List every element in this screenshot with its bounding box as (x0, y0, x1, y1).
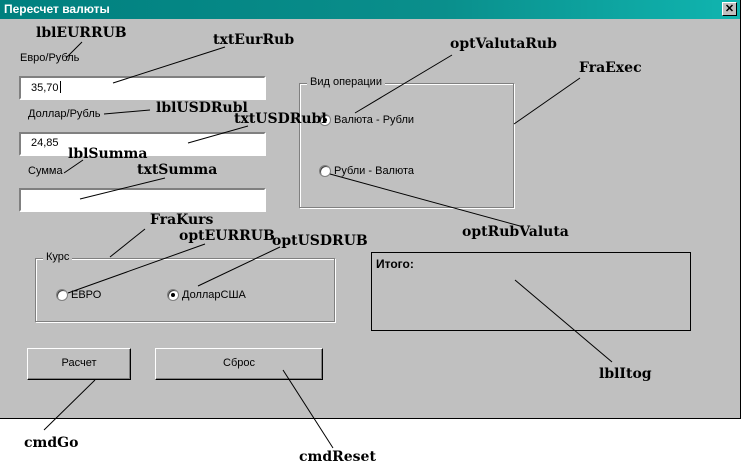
annotation-opt-rub-valuta: optRubValuta (462, 224, 569, 240)
leader-opt-usd-rub (197, 246, 281, 287)
radio-icon (56, 289, 68, 301)
opt-usd-rub[interactable]: ДолларСША (167, 289, 246, 301)
annotation-lbl-eur-rub: lblEURRUB (36, 25, 127, 41)
opt-eur-rub[interactable]: ЕВРО (56, 289, 101, 301)
text-cursor (59, 81, 61, 93)
leader-cmd-go (43, 379, 96, 431)
eur-rub-value: 35,70 (31, 82, 59, 94)
frame-kurs-caption: Курс (43, 251, 73, 263)
close-icon: ✕ (724, 3, 735, 15)
leader-txt-usd-rubl (187, 125, 249, 144)
annotation-cmd-reset: cmdReset (299, 449, 376, 465)
leader-opt-rub-valuta (329, 173, 521, 227)
radio-icon (167, 289, 179, 301)
usd-rub-value: 24,85 (31, 137, 59, 149)
frame-kurs: Курс (35, 251, 335, 322)
radio-icon (319, 165, 331, 177)
annotation-fra-exec: FraExec (579, 60, 642, 76)
leader-txt-summa (79, 177, 166, 200)
annotation-txt-eur-rub: txtEurRub (213, 32, 295, 48)
calc-button[interactable]: Расчет (27, 348, 131, 380)
leader-txt-eur-rub (112, 46, 226, 84)
label-summa: Сумма (28, 165, 63, 177)
leader-fra-kurs (109, 228, 146, 258)
leader-lbl-usd-rubl (103, 109, 151, 115)
annotation-lbl-itog: lblItog (599, 366, 652, 382)
annotation-opt-eur-rub: optEURRUB (179, 228, 275, 244)
annotation-opt-valuta-rub: optValutaRub (450, 36, 557, 52)
leader-cmd-reset (282, 369, 334, 449)
label-usd-rub: Доллар/Рубль (28, 108, 101, 120)
leader-lbl-itog (514, 279, 613, 363)
close-button[interactable]: ✕ (722, 2, 737, 16)
annotation-txt-usd-rubl: txtUSDRubl (234, 111, 327, 127)
reset-button[interactable]: Сброс (155, 348, 323, 380)
window-title: Пересчет валюты (4, 2, 110, 16)
annotation-txt-summa: txtSumma (137, 162, 218, 178)
usd-rub-input[interactable]: 24,85 (19, 132, 266, 156)
frame-exec: Вид операции (299, 76, 514, 208)
opt-usd-rub-label: ДолларСША (182, 289, 246, 301)
opt-valuta-rub[interactable]: Валюта - Рубли (319, 114, 414, 126)
annotation-lbl-summa: lblSumma (68, 146, 148, 162)
label-eur-rub: Евро/Рубль (20, 52, 80, 64)
leader-lbl-summa (63, 159, 84, 174)
annotation-cmd-go: cmdGo (24, 435, 79, 451)
annotation-opt-usd-rub: optUSDRUB (272, 233, 368, 249)
opt-rub-valuta-label: Рубли - Валюта (334, 165, 415, 177)
itog-box: Итого: (371, 252, 691, 331)
radio-icon (319, 114, 331, 126)
opt-rub-valuta[interactable]: Рубли - Валюта (319, 165, 414, 177)
leader-fra-exec (513, 77, 581, 125)
frame-exec-caption: Вид операции (307, 76, 385, 88)
eur-rub-input[interactable]: 35,70 (19, 76, 266, 100)
annotation-lbl-usd-rubl: lblUSDRubl (156, 100, 248, 116)
annotation-fra-kurs: FraKurs (150, 212, 214, 228)
leader-opt-eur-rub (67, 243, 206, 294)
main-window: Пересчет валюты ✕ Евро/Рубль 35,70 Долла… (0, 0, 741, 419)
leader-opt-valuta-rub (354, 54, 453, 114)
itog-label: Итого: (376, 257, 414, 271)
summa-input[interactable] (19, 188, 266, 212)
opt-eur-rub-label: ЕВРО (71, 289, 102, 301)
title-bar[interactable]: Пересчет валюты ✕ (0, 0, 740, 19)
leader-lbl-eur-rub (65, 41, 83, 59)
opt-valuta-rub-label: Валюта - Рубли (334, 114, 415, 126)
